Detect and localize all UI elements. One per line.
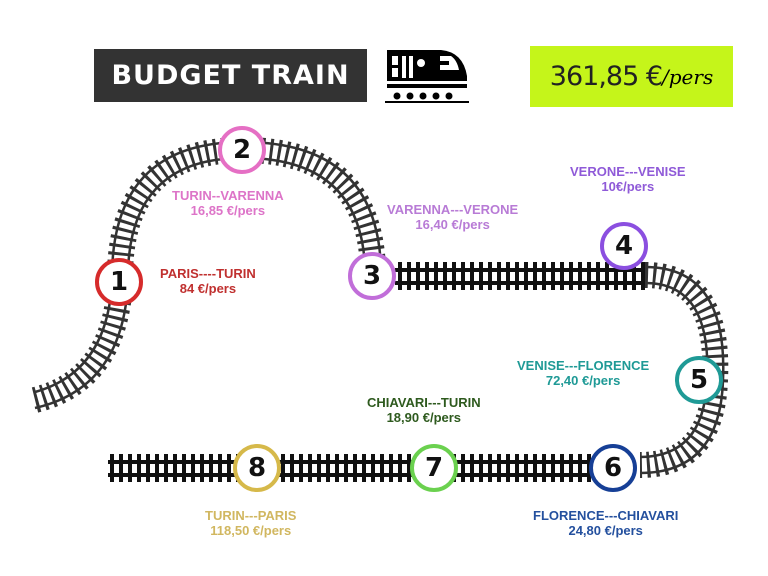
route-label-6: FLORENCE---CHIAVARI 24,80 €/pers [533, 508, 678, 538]
route-name: VARENNA---VERONE [387, 202, 519, 217]
stop-7: 7 [410, 444, 458, 492]
total-price-badge: 361,85 €/pers [530, 46, 733, 107]
train-icon [385, 50, 469, 103]
route-price: 84 €/pers [179, 281, 237, 296]
stop-6: 6 [589, 444, 637, 492]
stop-number: 5 [689, 365, 709, 395]
stop-5: 5 [675, 356, 723, 404]
route-name: TURIN--VARENNA [172, 188, 284, 203]
title-banner: BUDGET TRAIN [94, 49, 367, 102]
route-price: 18,90 €/pers [386, 410, 462, 425]
stop-3: 3 [348, 252, 396, 300]
route-name: TURIN---PARIS [205, 508, 297, 523]
route-name: VERONE---VENISE [570, 164, 686, 179]
stop-1: 1 [95, 258, 143, 306]
stop-8: 8 [233, 444, 281, 492]
route-label-5: VENISE---FLORENCE 72,40 €/pers [517, 358, 649, 388]
stop-number: 8 [247, 453, 267, 483]
route-price: 16,40 €/pers [415, 217, 490, 232]
route-price: 16,85 €/pers [190, 203, 266, 218]
stop-number: 1 [109, 267, 129, 297]
route-price: 118,50 €/pers [210, 523, 292, 538]
stop-number: 7 [424, 453, 444, 483]
route-label-8: TURIN---PARIS 118,50 €/pers [205, 508, 296, 538]
stop-number: 3 [362, 261, 382, 291]
stop-number: 6 [603, 453, 623, 483]
stop-number: 2 [232, 135, 252, 165]
stop-number: 4 [614, 231, 634, 261]
route-label-2: TURIN--VARENNA 16,85 €/pers [172, 188, 284, 218]
route-name: VENISE---FLORENCE [517, 358, 650, 373]
route-price: 24,80 €/pers [568, 523, 643, 538]
route-name: CHIAVARI---TURIN [367, 395, 481, 410]
route-label-1: PARIS----TURIN 84 €/pers [160, 266, 256, 296]
page-title: BUDGET TRAIN [111, 60, 350, 91]
route-name: FLORENCE---CHIAVARI [533, 508, 679, 523]
route-label-4: VERONE---VENISE 10€/pers [570, 164, 686, 194]
route-label-7: CHIAVARI---TURIN 18,90 €/pers [367, 395, 481, 425]
stop-4: 4 [600, 222, 648, 270]
route-price: 72,40 €/pers [545, 373, 621, 388]
stop-2: 2 [218, 126, 266, 174]
route-label-3: VARENNA---VERONE 16,40 €/pers [387, 202, 518, 232]
total-price: 361,85 € [549, 61, 663, 92]
route-name: PARIS----TURIN [160, 266, 256, 281]
total-price-unit: /pers [662, 64, 714, 89]
route-price: 10€/pers [601, 179, 655, 194]
